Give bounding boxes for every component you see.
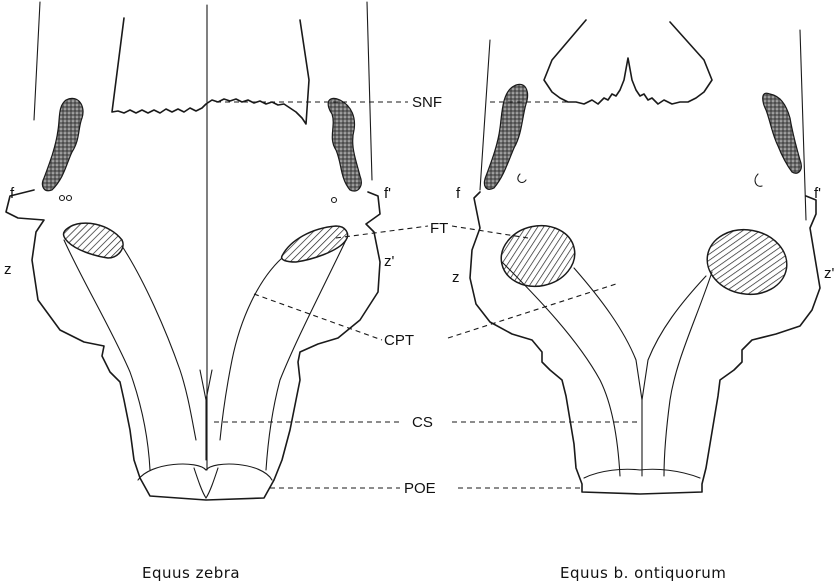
ft-label: FT bbox=[430, 220, 448, 237]
left-poe-notch bbox=[194, 468, 218, 498]
left-foramen-2 bbox=[67, 196, 72, 201]
ft-leader-left bbox=[336, 226, 428, 238]
right-foramen-1 bbox=[518, 174, 526, 182]
left-skull-side-line-right bbox=[367, 2, 372, 180]
right-lacrimal-left bbox=[484, 84, 527, 189]
left-lacrimal-right bbox=[328, 98, 361, 191]
left-lacrimal-left bbox=[42, 98, 83, 190]
left-ft-area-left bbox=[64, 223, 124, 258]
left-inner-curve-2 bbox=[122, 246, 196, 440]
right-inner-curve-3 bbox=[664, 272, 712, 476]
right-inner-curve-1 bbox=[502, 262, 620, 476]
right-nasal-outline bbox=[544, 20, 712, 104]
right-ft-area-left bbox=[496, 219, 581, 293]
right-skull bbox=[470, 20, 820, 494]
left-skull bbox=[6, 2, 380, 500]
left-foramen-1 bbox=[60, 196, 65, 201]
right-skull-z-prime-label: z' bbox=[824, 265, 835, 282]
left-inner-curve-1 bbox=[64, 240, 150, 470]
right-skull-f-prime-label: f' bbox=[814, 185, 821, 202]
cs-label: CS bbox=[412, 414, 433, 431]
right-inner-curve-2 bbox=[574, 268, 706, 400]
right-caption: Equus b. ontiquorum bbox=[560, 564, 726, 582]
left-foramen-3 bbox=[332, 198, 337, 203]
left-skull-z-prime-label: z' bbox=[384, 253, 395, 270]
left-nasal-outline bbox=[112, 18, 309, 124]
poe-label: POE bbox=[404, 480, 436, 497]
left-sagittal-crest bbox=[200, 370, 212, 460]
right-ft-area-right bbox=[702, 224, 792, 301]
left-inner-curve-4 bbox=[266, 240, 346, 470]
left-skull-f-prime-label: f' bbox=[384, 185, 391, 202]
left-skull-f-label: f bbox=[10, 185, 15, 202]
right-skull-z-label: z bbox=[452, 269, 460, 286]
cpt-label: CPT bbox=[384, 332, 414, 349]
right-skull-f-label: f bbox=[456, 185, 461, 202]
left-poe-curve bbox=[138, 464, 272, 480]
right-lacrimal-right bbox=[763, 93, 802, 173]
left-skull-side-line-left bbox=[34, 2, 40, 120]
left-caption: Equus zebra bbox=[142, 564, 240, 582]
right-foramen-2 bbox=[755, 174, 762, 186]
right-skull-side-line-right bbox=[800, 30, 806, 220]
left-skull-z-label: z bbox=[4, 261, 12, 278]
anatomical-labels: SNF FT CPT CS POE f f' z z' f f' z z' Eq… bbox=[4, 94, 835, 582]
snf-label: SNF bbox=[412, 94, 442, 111]
